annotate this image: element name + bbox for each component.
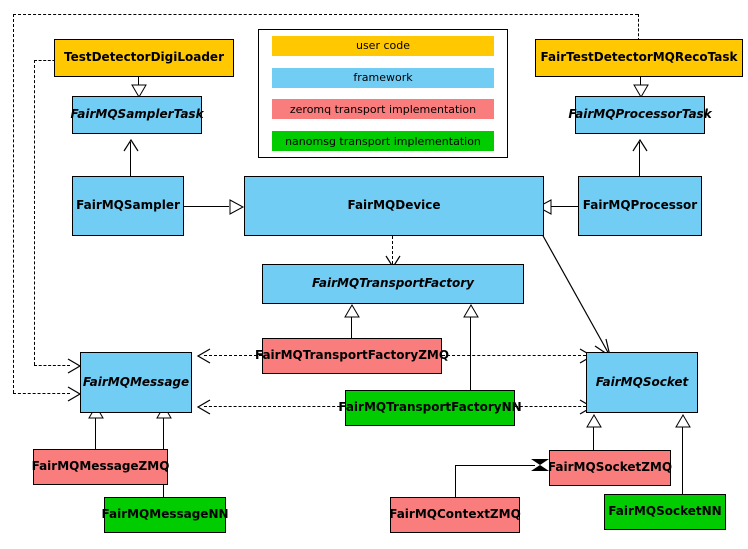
legend-item-framework: framework xyxy=(272,67,494,88)
generalization-arrow-device-right xyxy=(536,199,552,215)
class-label: FairMQSocketNN xyxy=(608,504,722,519)
composition-diamond-socketzmq xyxy=(531,459,549,471)
class-label: FairMQTransportFactoryNN xyxy=(338,400,522,415)
class-label: FairMQMessageZMQ xyxy=(31,459,170,474)
edge-processor-processortask-line xyxy=(639,142,640,176)
class-node-fairmqcontextzmq[interactable]: FairMQContextZMQ xyxy=(389,497,521,533)
edge-messagezmq-message-line xyxy=(95,413,96,449)
edge-device-socket-line xyxy=(540,232,630,366)
edge-device-transportfactory-line xyxy=(392,236,393,264)
class-node-fairmqtransportfactory[interactable]: FairMQTransportFactory xyxy=(262,264,524,304)
class-node-fairmqtransportfactorynn[interactable]: FairMQTransportFactoryNN xyxy=(338,390,522,426)
class-label: FairMQTransportFactory xyxy=(312,276,474,291)
class-label: FairMQSocketZMQ xyxy=(547,460,673,475)
legend-label: user code xyxy=(355,39,411,53)
class-label: FairMQProcessorTask xyxy=(568,107,712,122)
edge-recotask-message-v-left xyxy=(13,14,14,393)
class-node-fairmqsocket[interactable]: FairMQSocket xyxy=(586,352,698,413)
edge-socketzmq-socket-line xyxy=(593,422,594,450)
class-label: FairMQSocket xyxy=(595,374,689,389)
class-node-fairmqsocketnn[interactable]: FairMQSocketNN xyxy=(604,494,726,530)
class-node-testdetectordigiloader[interactable]: TestDetectorDigiLoader xyxy=(54,39,234,77)
legend-label: framework xyxy=(353,71,413,85)
class-label: FairMQMessage xyxy=(82,374,190,389)
edge-digiloader-message-h-top xyxy=(34,60,60,61)
open-arrow-processortask-bottom xyxy=(631,138,649,152)
generalization-arrow-socket-right xyxy=(675,414,691,428)
class-label: FairTestDetectorMQRecoTask xyxy=(540,50,738,65)
class-node-fairmqdevice[interactable]: FairMQDevice xyxy=(244,176,544,236)
generalization-arrow-samplertask xyxy=(131,84,147,98)
edge-recotask-message-h-top xyxy=(13,14,638,15)
class-node-fairmqmessage[interactable]: FairMQMessage xyxy=(80,352,192,413)
class-node-fairmqtransportfactoryzmq[interactable]: FairMQTransportFactoryZMQ xyxy=(255,338,449,374)
class-label: FairMQMessageNN xyxy=(101,507,229,522)
generalization-arrow-socket-left xyxy=(586,414,602,428)
edge-recotask-message-h-bottom xyxy=(13,393,70,394)
edge-digiloader-message-h-bottom xyxy=(34,365,70,366)
legend-panel: user code framework zeromq transport imp… xyxy=(258,29,508,158)
edge-tfzmq-tf-line xyxy=(351,312,352,338)
edge-tfnn-socket-line xyxy=(515,406,586,407)
class-node-fairmqsocketzmq[interactable]: FairMQSocketZMQ xyxy=(547,450,673,486)
legend-label: nanomsg transport implementation xyxy=(285,134,481,148)
edge-digiloader-message-v xyxy=(34,60,35,365)
class-label: FairMQContextZMQ xyxy=(389,507,521,522)
class-label: TestDetectorDigiLoader xyxy=(63,50,224,65)
open-arrow-message-right-upper xyxy=(196,347,212,365)
class-node-fairmqprocessor[interactable]: FairMQProcessor xyxy=(578,176,702,236)
legend-item-zeromq: zeromq transport implementation xyxy=(272,99,494,120)
generalization-arrow-tf-right xyxy=(463,304,479,318)
edge-socketnn-socket-line xyxy=(682,422,683,494)
class-label: FairMQTransportFactoryZMQ xyxy=(254,348,450,363)
open-arrow-samplertask-bottom xyxy=(122,138,140,152)
class-label: FairMQDevice xyxy=(347,198,441,213)
edge-sampler-device-line xyxy=(184,206,229,207)
class-label: FairMQSamplerTask xyxy=(70,107,204,122)
generalization-arrow-device-left xyxy=(229,199,245,215)
edge-tfnn-message-line xyxy=(204,406,345,407)
edge-sampler-samplertask-line xyxy=(130,142,131,176)
generalization-arrow-tf-left xyxy=(344,304,360,318)
class-node-fairmqmessagezmq[interactable]: FairMQMessageZMQ xyxy=(31,449,170,485)
class-node-fairmqprocessortask[interactable]: FairMQProcessorTask xyxy=(568,96,712,134)
edge-tfzmq-message-line xyxy=(204,355,262,356)
class-node-fairmqsampler[interactable]: FairMQSampler xyxy=(72,176,184,236)
open-arrow-message-right-lower xyxy=(196,398,212,416)
class-label: FairMQProcessor xyxy=(582,198,698,213)
class-node-fairtestdetectormqrecotask[interactable]: FairTestDetectorMQRecoTask xyxy=(535,39,743,77)
class-node-fairmqmessagenn[interactable]: FairMQMessageNN xyxy=(101,497,229,533)
edge-tfzmq-socket-line xyxy=(442,355,586,356)
legend-label: zeromq transport implementation xyxy=(289,102,477,116)
edge-contextzmq-socketzmq-v xyxy=(455,465,456,497)
edge-contextzmq-socketzmq-h xyxy=(455,465,535,466)
edge-recotask-message-v-right xyxy=(638,14,639,41)
class-node-fairmqsamplertask[interactable]: FairMQSamplerTask xyxy=(70,96,204,134)
legend-item-user-code: user code xyxy=(272,35,494,56)
edge-processor-device-line xyxy=(551,206,578,207)
class-label: FairMQSampler xyxy=(76,198,180,213)
edge-tfnn-tf-line xyxy=(470,312,471,390)
legend-item-nanomsg: nanomsg transport implementation xyxy=(272,131,494,152)
generalization-arrow-processortask xyxy=(633,84,649,98)
